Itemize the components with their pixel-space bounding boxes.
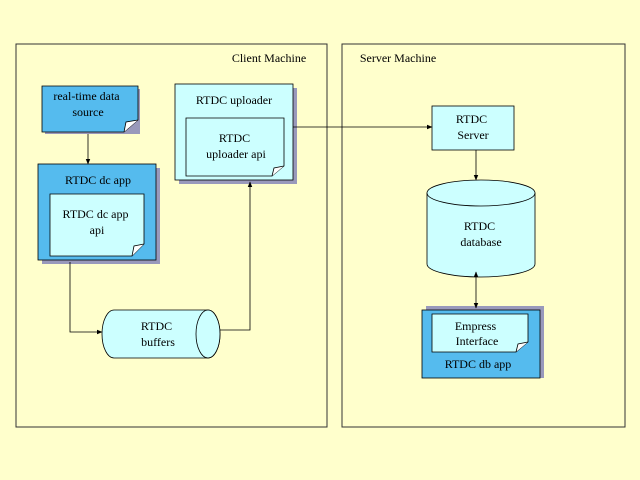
svg-text:Empress Interface: Empress Interface <box>455 319 499 348</box>
server-label-line2: Server <box>457 128 488 142</box>
data-source-node: real-time data source <box>41 85 140 134</box>
dc-app-node: RTDC dc app RTDC dc app api <box>37 163 160 264</box>
buffers-node: RTDC buffers <box>101 309 221 359</box>
db-app-label: RTDC db app <box>445 357 512 371</box>
svg-text:RTDC buffers: RTDC buffers <box>141 319 175 349</box>
empress-label-line1: Empress <box>455 319 497 333</box>
buffers-label-line2: buffers <box>141 335 175 349</box>
svg-text:RTDC dc app api: RTDC dc app api <box>63 207 132 237</box>
arrow-dc-app-to-buffers <box>69 262 103 335</box>
dc-app-api-line1: RTDC dc app <box>63 207 129 221</box>
uploader-api-line1: RTDC <box>219 131 250 145</box>
dc-app-api-line2: api <box>90 223 105 237</box>
uploader-node: RTDC uploader RTDC uploader api <box>174 83 297 184</box>
svg-text:RTDC database: RTDC database <box>460 219 501 249</box>
server-label-line1: RTDC <box>456 112 487 126</box>
server-machine-label: Server Machine <box>360 51 436 65</box>
server-node: RTDC Server <box>431 105 515 151</box>
svg-text:real-time data source: real-time data source <box>53 89 122 119</box>
buffers-label-line1: RTDC <box>141 319 172 333</box>
database-label-line2: database <box>460 235 501 249</box>
data-source-label-line2: source <box>72 105 103 119</box>
svg-text:RTDC uploader api: RTDC uploader api <box>206 131 266 161</box>
db-app-node: Empress Interface RTDC db app <box>421 306 544 379</box>
database-label-line1: RTDC <box>464 219 495 233</box>
database-node: RTDC database <box>426 179 536 278</box>
empress-label-line2: Interface <box>456 334 499 348</box>
uploader-api-line2: uploader api <box>206 147 266 161</box>
dc-app-label: RTDC dc app <box>65 173 131 187</box>
data-source-label-line1: real-time data <box>53 89 120 103</box>
client-machine-label: Client Machine <box>232 51 306 65</box>
arrow-buffers-to-uploader <box>220 181 253 331</box>
svg-text:RTDC Server: RTDC Server <box>456 112 490 142</box>
uploader-label: RTDC uploader <box>196 93 272 107</box>
